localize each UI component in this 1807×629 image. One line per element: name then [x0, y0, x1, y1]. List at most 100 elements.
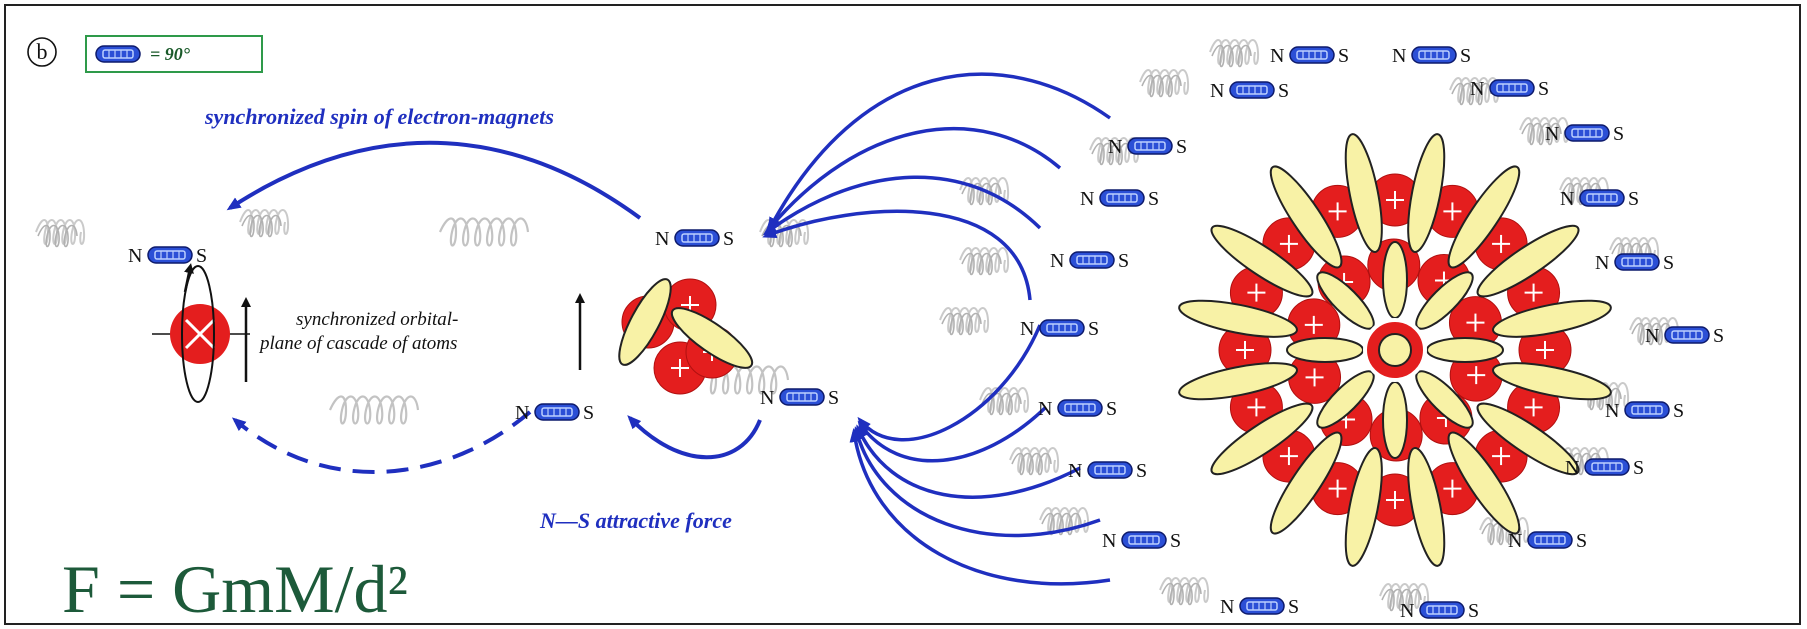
- magnet-icon: [1039, 319, 1085, 337]
- magnet-icon: [147, 246, 193, 264]
- south-pole-label: S: [1460, 45, 1471, 67]
- legend-value: = 90°: [150, 44, 191, 64]
- north-pole-label: N: [1108, 136, 1122, 158]
- magnet-icon: [1229, 81, 1275, 99]
- middle-nucleus: [618, 278, 754, 395]
- magnet-icon: [1099, 189, 1145, 207]
- north-pole-label: N: [1102, 530, 1116, 552]
- north-pole-label: N: [1050, 250, 1064, 272]
- south-pole-label: S: [1148, 188, 1159, 210]
- magnet-icon: [1087, 461, 1133, 479]
- spin-arrow: [226, 140, 642, 220]
- south-pole-label: S: [1338, 45, 1349, 67]
- magnet-icon: [1489, 79, 1535, 97]
- north-pole-label: N: [1545, 123, 1559, 145]
- neutron: [1344, 447, 1383, 567]
- magnet-icon: [1579, 189, 1625, 207]
- north-pole-label: N: [128, 245, 142, 267]
- south-pole-label: S: [1118, 250, 1129, 272]
- neutron: [1344, 133, 1383, 253]
- north-pole-label: N: [1400, 600, 1414, 622]
- north-pole-label: N: [1038, 398, 1052, 420]
- north-pole-label: N: [1595, 252, 1609, 274]
- south-pole-label: S: [723, 228, 734, 250]
- magnet-icon: [1419, 601, 1465, 619]
- orbital-label-line1: synchronized orbital-: [296, 309, 458, 330]
- north-pole-label: N: [1565, 457, 1579, 479]
- spin-label: synchronized spin of electron-magnets: [204, 104, 554, 129]
- panel-letter: b: [37, 39, 48, 64]
- magnet-icon: [1057, 399, 1103, 417]
- neutron: [1407, 133, 1446, 253]
- gravity-formula: F = GmM/d²: [62, 551, 408, 627]
- south-pole-label: S: [1673, 400, 1684, 422]
- neutron: [1492, 362, 1612, 401]
- south-pole-label: S: [196, 245, 207, 267]
- south-pole-label: S: [1576, 530, 1587, 552]
- north-pole-label: N: [760, 387, 774, 409]
- magnet-icon: [674, 229, 720, 247]
- north-pole-label: N: [1560, 188, 1574, 210]
- neutron: [1286, 337, 1364, 363]
- magnet-icon: [1664, 326, 1710, 344]
- north-pole-label: N: [1470, 78, 1484, 100]
- magnet-icon: [1289, 46, 1335, 64]
- north-pole-label: N: [1220, 596, 1234, 618]
- magnet-icon: [1564, 124, 1610, 142]
- orbital-label-line2: plane of cascade of atoms: [258, 333, 457, 354]
- north-pole-label: N: [1645, 325, 1659, 347]
- magnet-icon: [1584, 458, 1630, 476]
- magnet-icon: [534, 403, 580, 421]
- neutron: [1447, 165, 1521, 269]
- panel-label: b: [27, 37, 57, 67]
- south-pole-label: S: [1663, 252, 1674, 274]
- magnet-icon: [1127, 137, 1173, 155]
- neutron: [1426, 337, 1504, 363]
- south-pole-label: S: [1136, 460, 1147, 482]
- south-pole-label: S: [1106, 398, 1117, 420]
- south-pole-label: S: [1633, 457, 1644, 479]
- south-pole-label: S: [828, 387, 839, 409]
- north-pole-label: N: [1068, 460, 1082, 482]
- north-pole-label: N: [655, 228, 669, 250]
- north-pole-label: N: [1020, 318, 1034, 340]
- neutron: [1476, 224, 1580, 298]
- neutron: [1178, 362, 1298, 401]
- south-pole-label: S: [1170, 530, 1181, 552]
- south-pole-label: S: [1468, 600, 1479, 622]
- neutron: [1382, 381, 1408, 459]
- electron-magnet-icon: [95, 45, 141, 63]
- north-pole-label: N: [515, 402, 529, 424]
- field-lines-lower: [849, 324, 1111, 586]
- neutron: [1210, 402, 1314, 476]
- magnet-icon: [1614, 253, 1660, 271]
- single-atom: [152, 263, 250, 403]
- magnet-icon: [1121, 531, 1167, 549]
- neutron: [1382, 241, 1408, 319]
- magnet-icon: [1411, 46, 1457, 64]
- neutron: [1476, 402, 1580, 476]
- neutron: [1447, 431, 1521, 535]
